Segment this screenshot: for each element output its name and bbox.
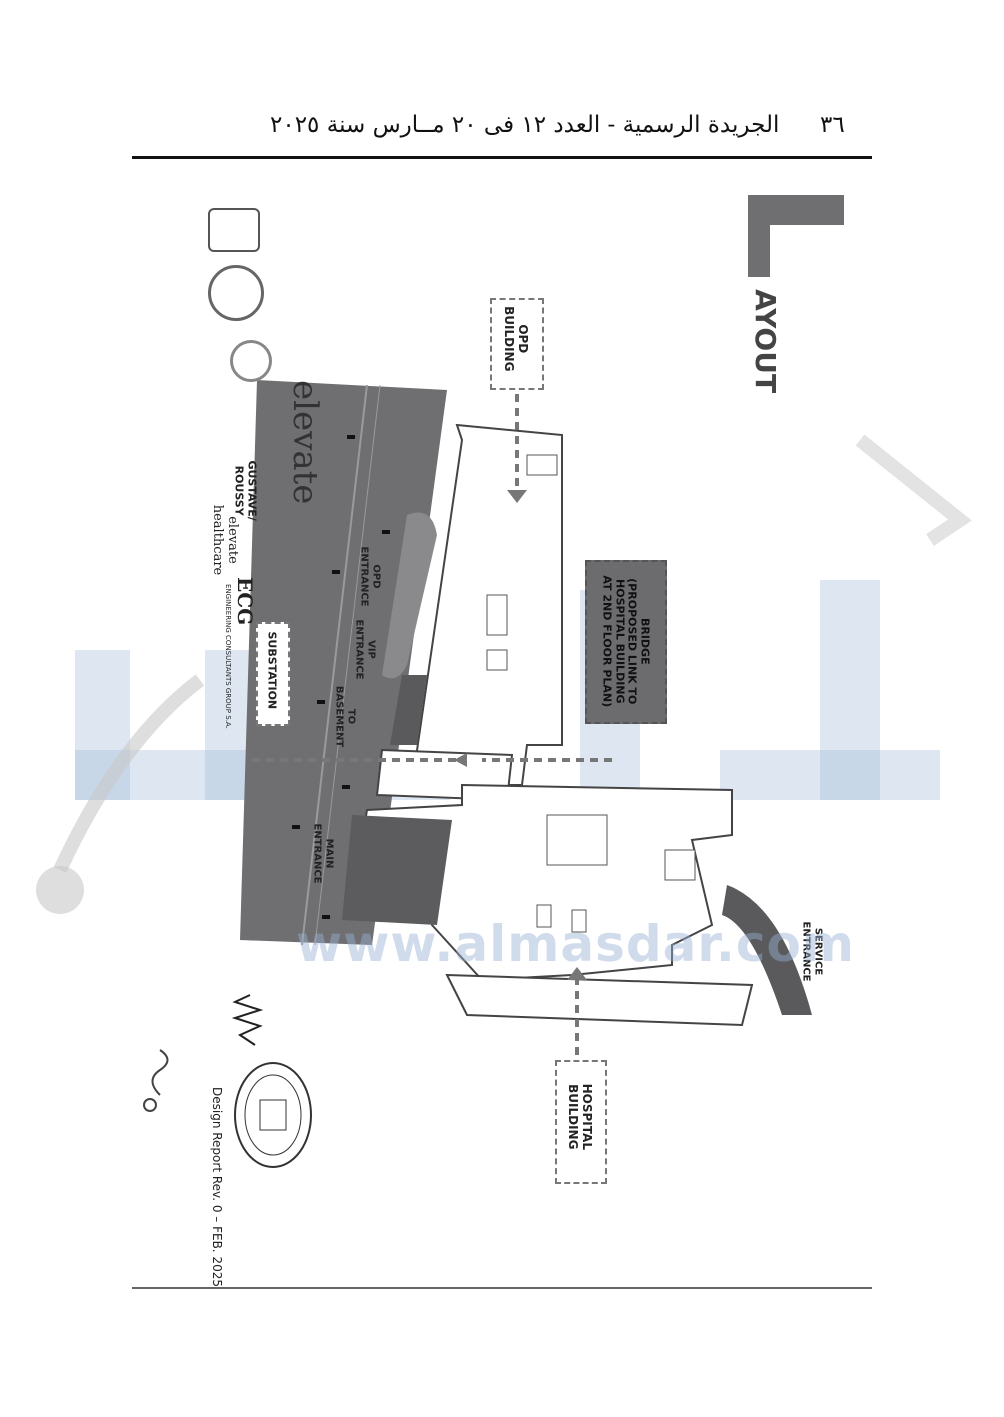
ministry-seal-logo [208,265,264,321]
bridge-label: BRIDGE (PROPOSED LINK TO HOSPITAL BUILDI… [600,575,652,708]
page-number: ٣٦ [820,112,845,138]
page-bottom-rule [132,1287,872,1289]
handwritten-initials [143,1049,169,1112]
egypt-emblem-logo [208,208,260,252]
opd-building-box [490,298,544,390]
health-authority-logo [230,340,272,382]
road [240,380,447,945]
hospital-building-box [555,1060,607,1184]
layout-title: AYOUT [749,289,783,394]
header-rule [132,156,872,159]
signature [231,994,264,1046]
page-header-title: الجريدة الرسمية - العدد ١٢ فى ٢٠ مــارس … [270,112,780,138]
site-plan [240,380,812,1055]
substation-box [256,622,290,726]
design-report-footer: Design Report Rev. 0 – FEB. 2025 [210,1087,224,1287]
substation-label: SUBSTATION [265,631,279,710]
ecg-fullname: ENGINEERING CONSULTANTS GROUP S.A. [224,584,232,729]
elevate-logo: elevate [285,380,325,505]
ecg-logo: ECG [233,577,257,626]
bridge-box [585,560,667,724]
watermark-url: www.almasdar.com [296,915,855,973]
layout-corner-notch [770,225,844,277]
official-stamp [234,1062,312,1168]
